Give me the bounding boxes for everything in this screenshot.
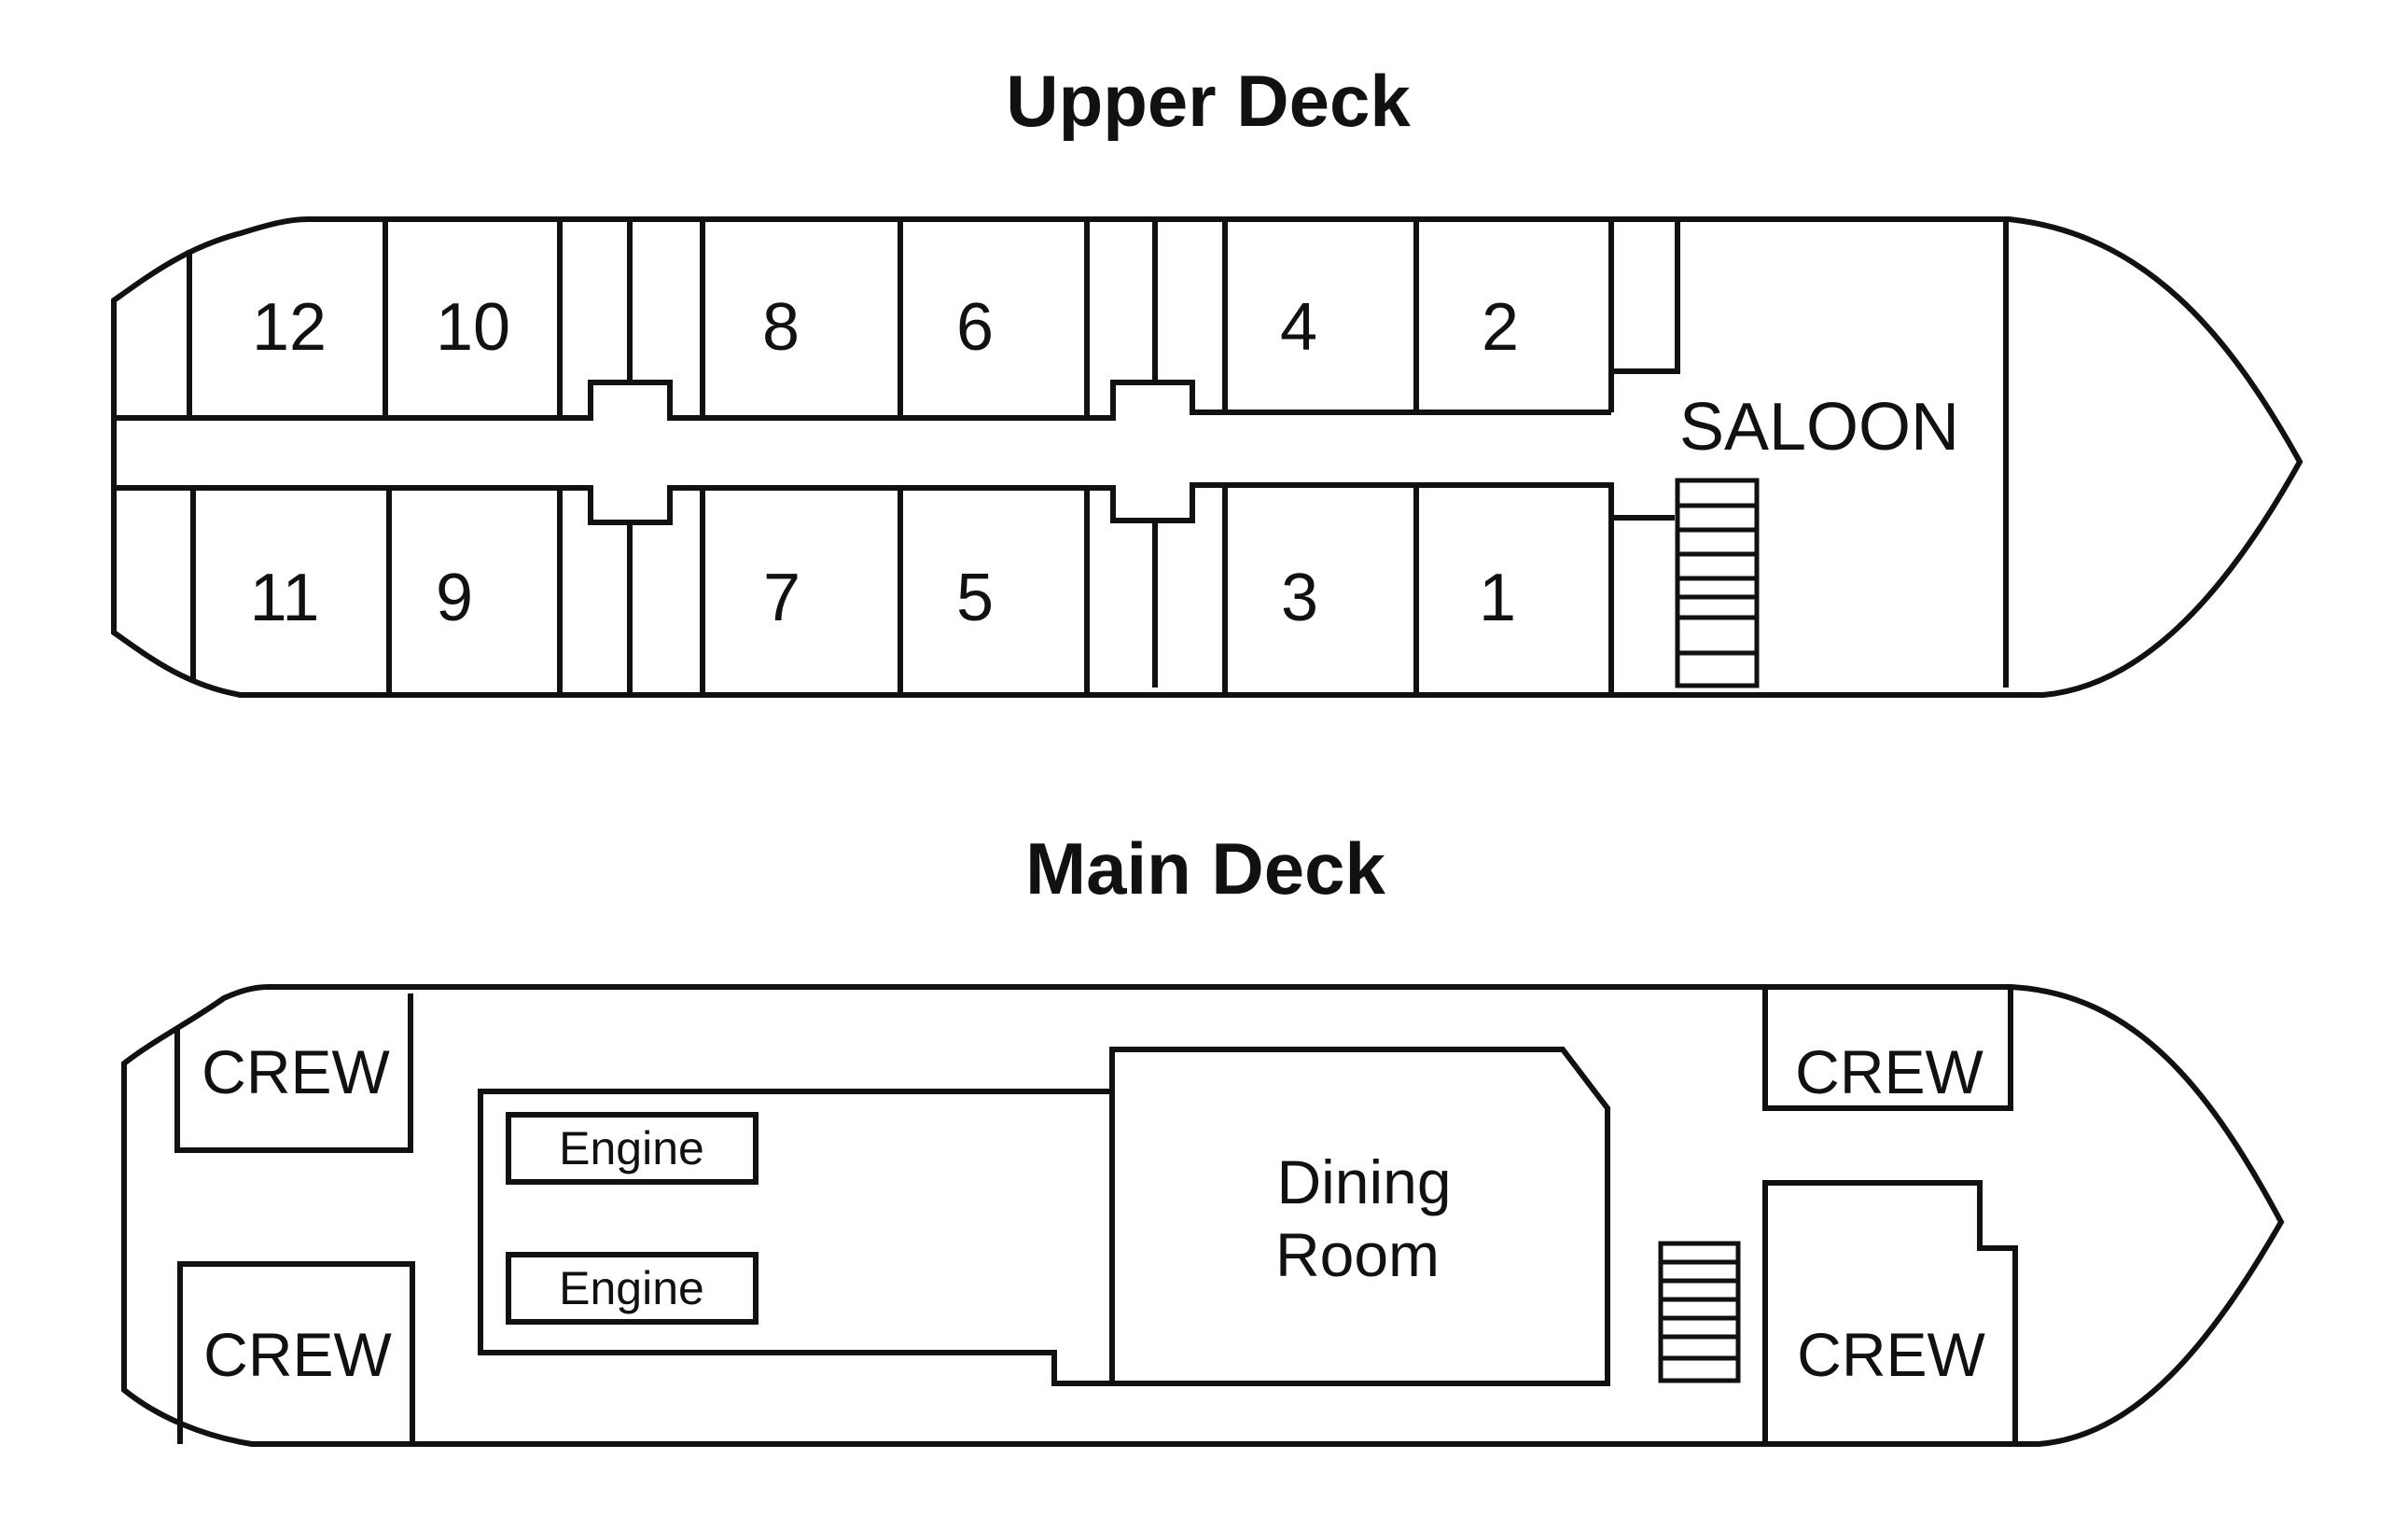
engine-2-box — [506, 1252, 759, 1325]
crew-room-forward-top — [1762, 987, 2013, 1111]
cabin-7-label: 7 — [763, 561, 800, 635]
dining-room-label-line2: Room — [1275, 1220, 1440, 1289]
upper-corridor-wall-bottom — [114, 482, 1675, 525]
cabin-8-label: 8 — [762, 290, 800, 365]
cabin-6-label: 6 — [956, 290, 994, 365]
engine-1-box — [506, 1112, 759, 1185]
upper-deck: Upper Deck 12 10 8 6 4 2 11 9 7 5 3 1 SA… — [111, 60, 2304, 698]
engine-1-label: Engine — [559, 1122, 704, 1174]
main-deck: Main Deck CREW CREW CREW CREW Engine Eng… — [121, 827, 2285, 1447]
upper-bottom-partitions — [190, 485, 1614, 695]
main-stairs — [1658, 1241, 1741, 1383]
main-deck-title: Main Deck — [1025, 827, 1385, 910]
main-deck-hull — [121, 984, 2285, 1447]
crew-room-forward-bottom — [1762, 1180, 2018, 1444]
upper-stairs — [1675, 478, 1760, 688]
dining-room-wall — [1109, 1047, 1610, 1386]
cabin-2-label: 2 — [1482, 290, 1519, 365]
dining-room-label-line1: Dining — [1276, 1147, 1451, 1216]
upper-deck-title: Upper Deck — [1006, 60, 1411, 142]
cabin-5-label: 5 — [956, 561, 994, 635]
upper-corridor-wall-top — [114, 380, 1611, 421]
crew-room-aft-bottom — [177, 1261, 415, 1444]
crew-forward-bottom-label: CREW — [1797, 1320, 1985, 1389]
upper-top-partitions — [187, 219, 1680, 418]
cabin-4-label: 4 — [1280, 290, 1317, 365]
engine-2-label: Engine — [559, 1262, 704, 1314]
crew-aft-top-label: CREW — [202, 1037, 390, 1106]
saloon-label: SALOON — [1679, 390, 1959, 465]
crew-aft-bottom-label: CREW — [203, 1320, 392, 1389]
cabin-9-label: 9 — [436, 561, 473, 635]
crew-forward-top-label: CREW — [1795, 1037, 1983, 1106]
cabin-10-label: 10 — [436, 290, 510, 365]
cabin-11-label: 11 — [250, 561, 320, 635]
engine-room-wall — [478, 1089, 1112, 1386]
cabin-1-label: 1 — [1479, 561, 1516, 635]
cabin-3-label: 3 — [1281, 561, 1318, 635]
upper-deck-hull — [111, 216, 2304, 698]
cabin-12-label: 12 — [252, 290, 327, 365]
crew-room-aft-top — [174, 993, 413, 1153]
